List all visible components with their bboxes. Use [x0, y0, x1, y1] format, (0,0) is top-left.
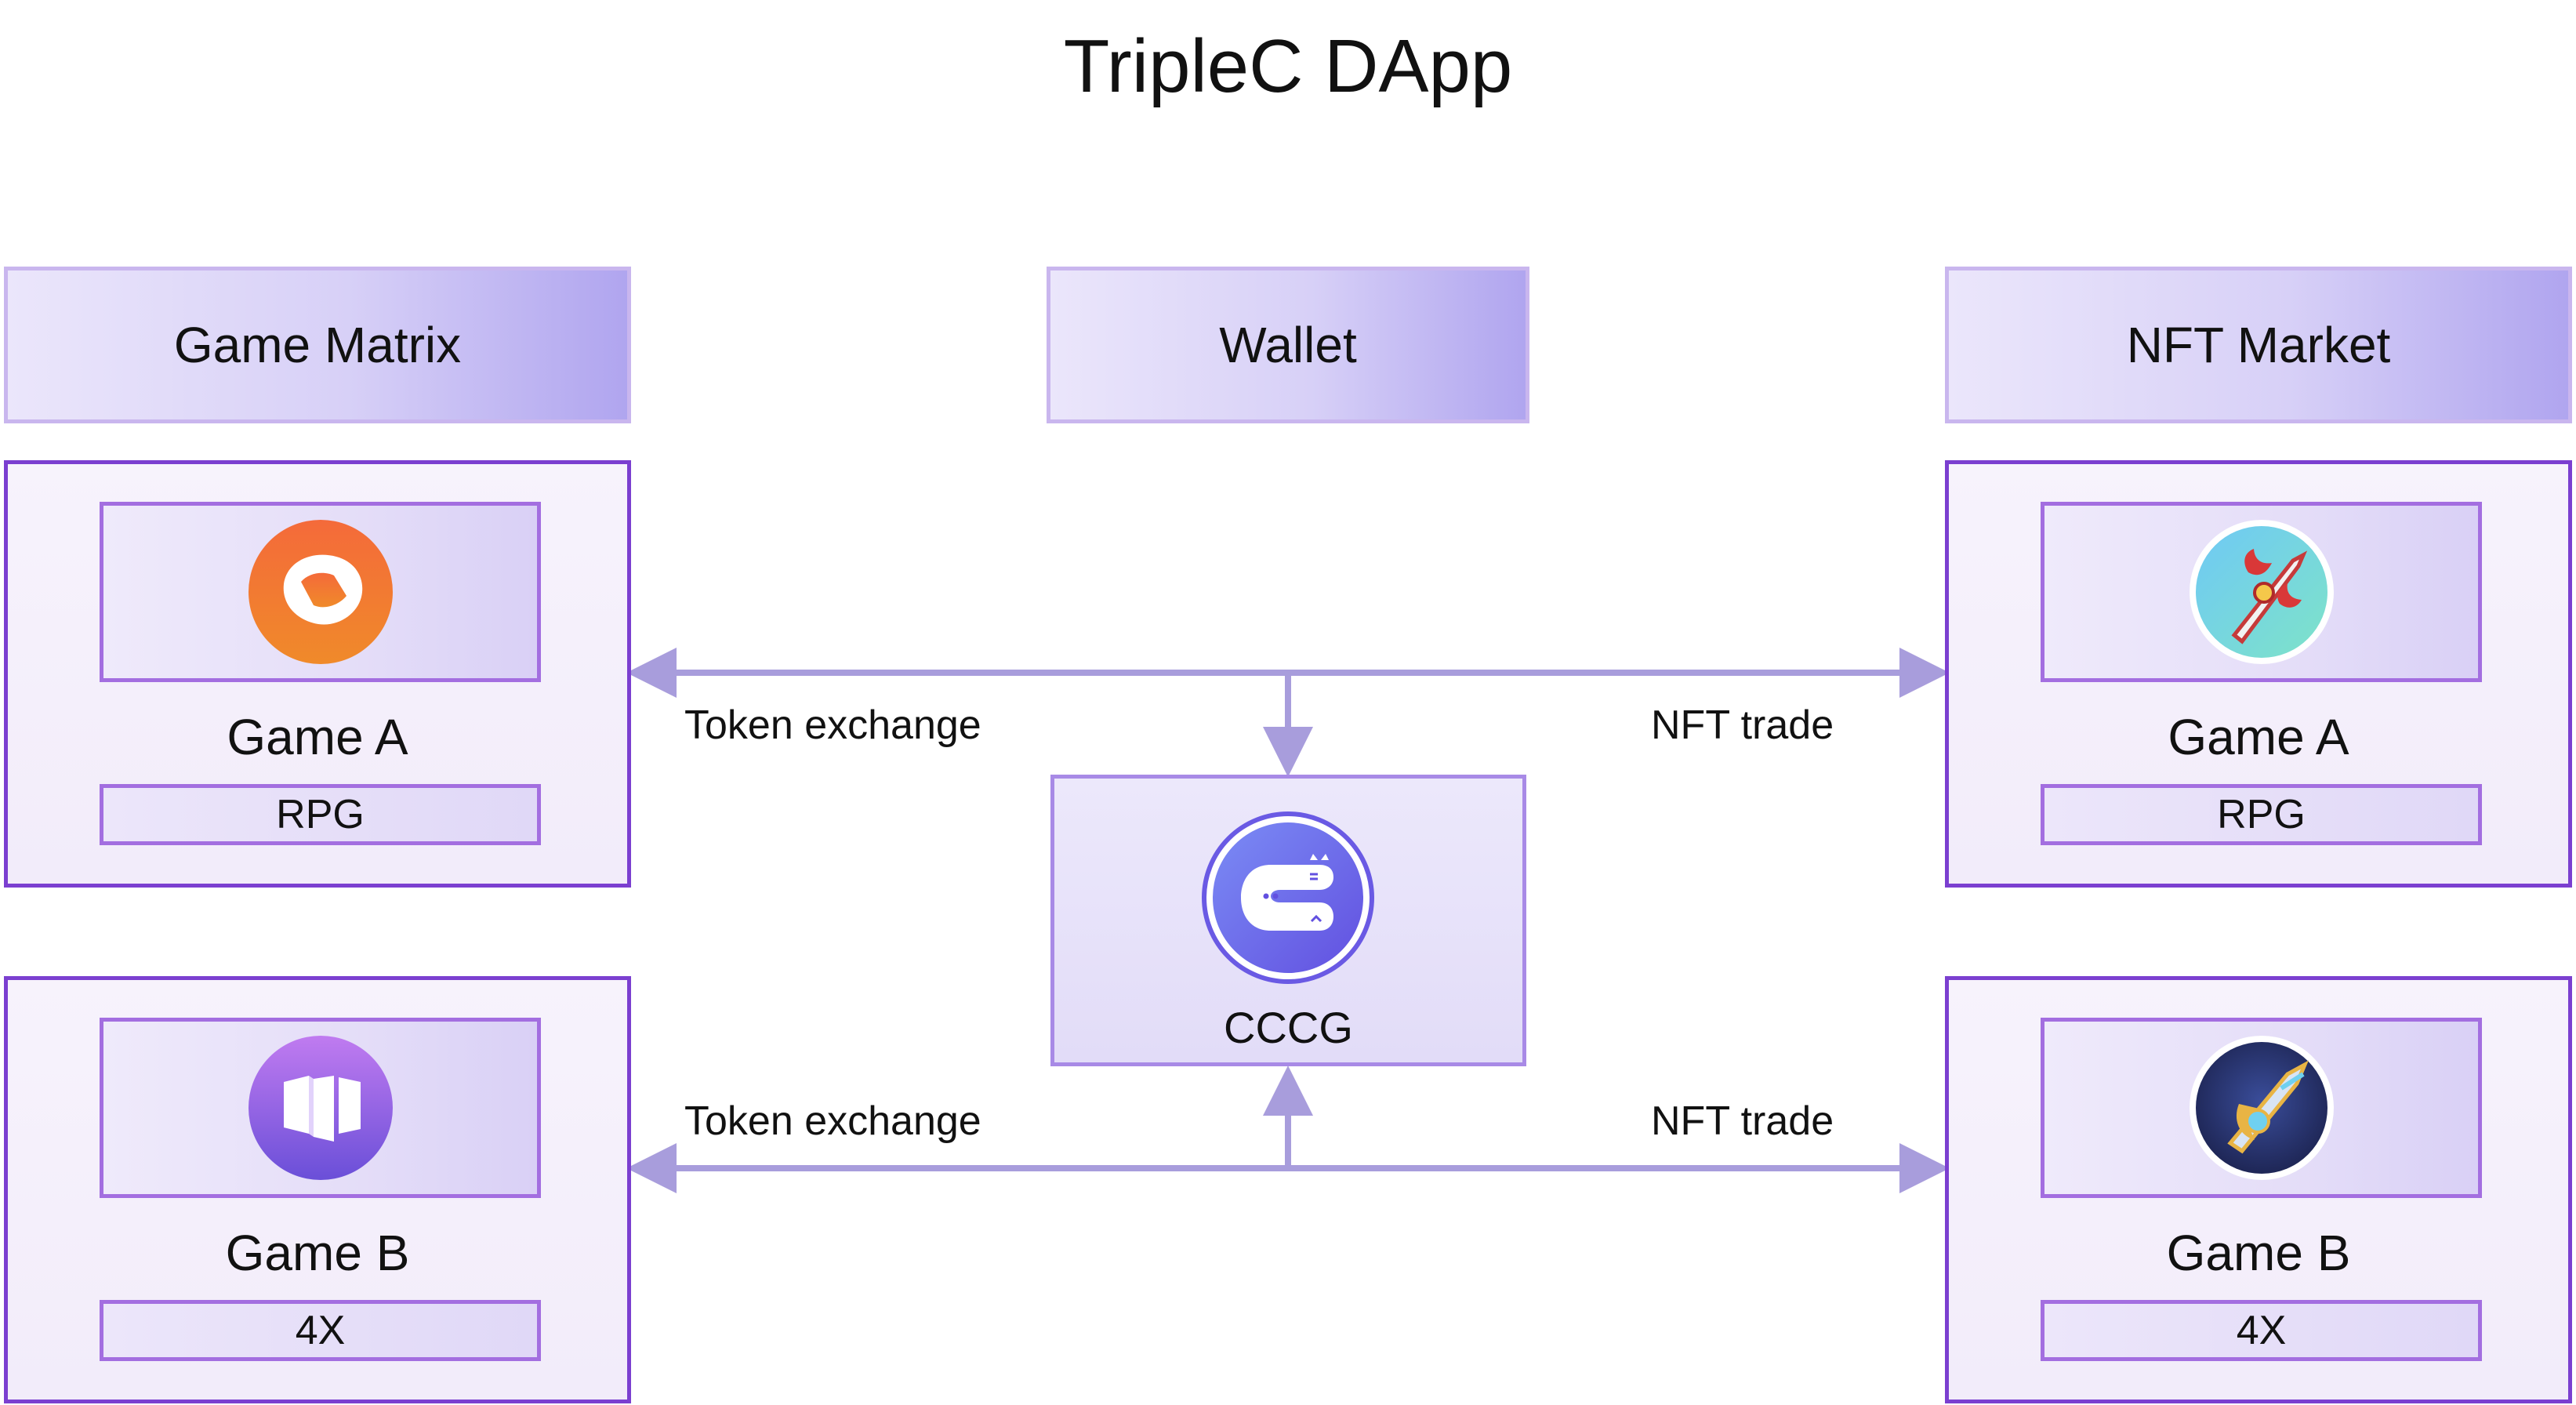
genre-badge: RPG [100, 784, 541, 845]
diagram-title: TripleC DApp [1063, 24, 1513, 108]
genre-badge: 4X [100, 1300, 541, 1361]
nft-trade-label-top: NFT trade [1651, 702, 1834, 748]
genre-badge: 4X [2041, 1300, 2482, 1361]
nft-game-b-icon-frame [2041, 1018, 2482, 1198]
game-name: Game B [225, 1225, 410, 1281]
wallet-header: Wallet [1047, 267, 1529, 423]
game-name: Game A [227, 709, 408, 765]
game-name: Game A [2168, 709, 2349, 765]
nft-market-header: NFT Market [1945, 267, 2572, 423]
game-matrix-header: Game Matrix [4, 267, 631, 423]
nft-market-game-a-panel: Game A RPG [1945, 460, 2572, 888]
orange-ball-logo-icon [248, 520, 393, 664]
token-exchange-label-top: Token exchange [684, 702, 981, 748]
game-a-icon-frame [100, 502, 541, 682]
nft-market-game-b-panel: Game B 4X [1945, 976, 2572, 1403]
blade-artwork-icon [2189, 1036, 2334, 1180]
genre-badge: RPG [2041, 784, 2482, 845]
cccg-cat-logo-icon [1202, 811, 1374, 984]
game-name: Game B [2166, 1225, 2351, 1281]
nft-game-a-icon-frame [2041, 502, 2482, 682]
game-b-icon-frame [100, 1018, 541, 1198]
token-exchange-label-bottom: Token exchange [684, 1098, 981, 1144]
cccg-logo-wrap [1202, 811, 1374, 984]
game-matrix-game-a-panel: Game A RPG [4, 460, 631, 888]
sword-artwork-icon [2189, 520, 2334, 664]
cccg-token-box: CCCG [1050, 775, 1526, 1066]
purple-cube-logo-icon [248, 1036, 393, 1180]
cccg-label: CCCG [1224, 1003, 1353, 1052]
game-matrix-game-b-panel: Game B 4X [4, 976, 631, 1403]
nft-trade-label-bottom: NFT trade [1651, 1098, 1834, 1144]
